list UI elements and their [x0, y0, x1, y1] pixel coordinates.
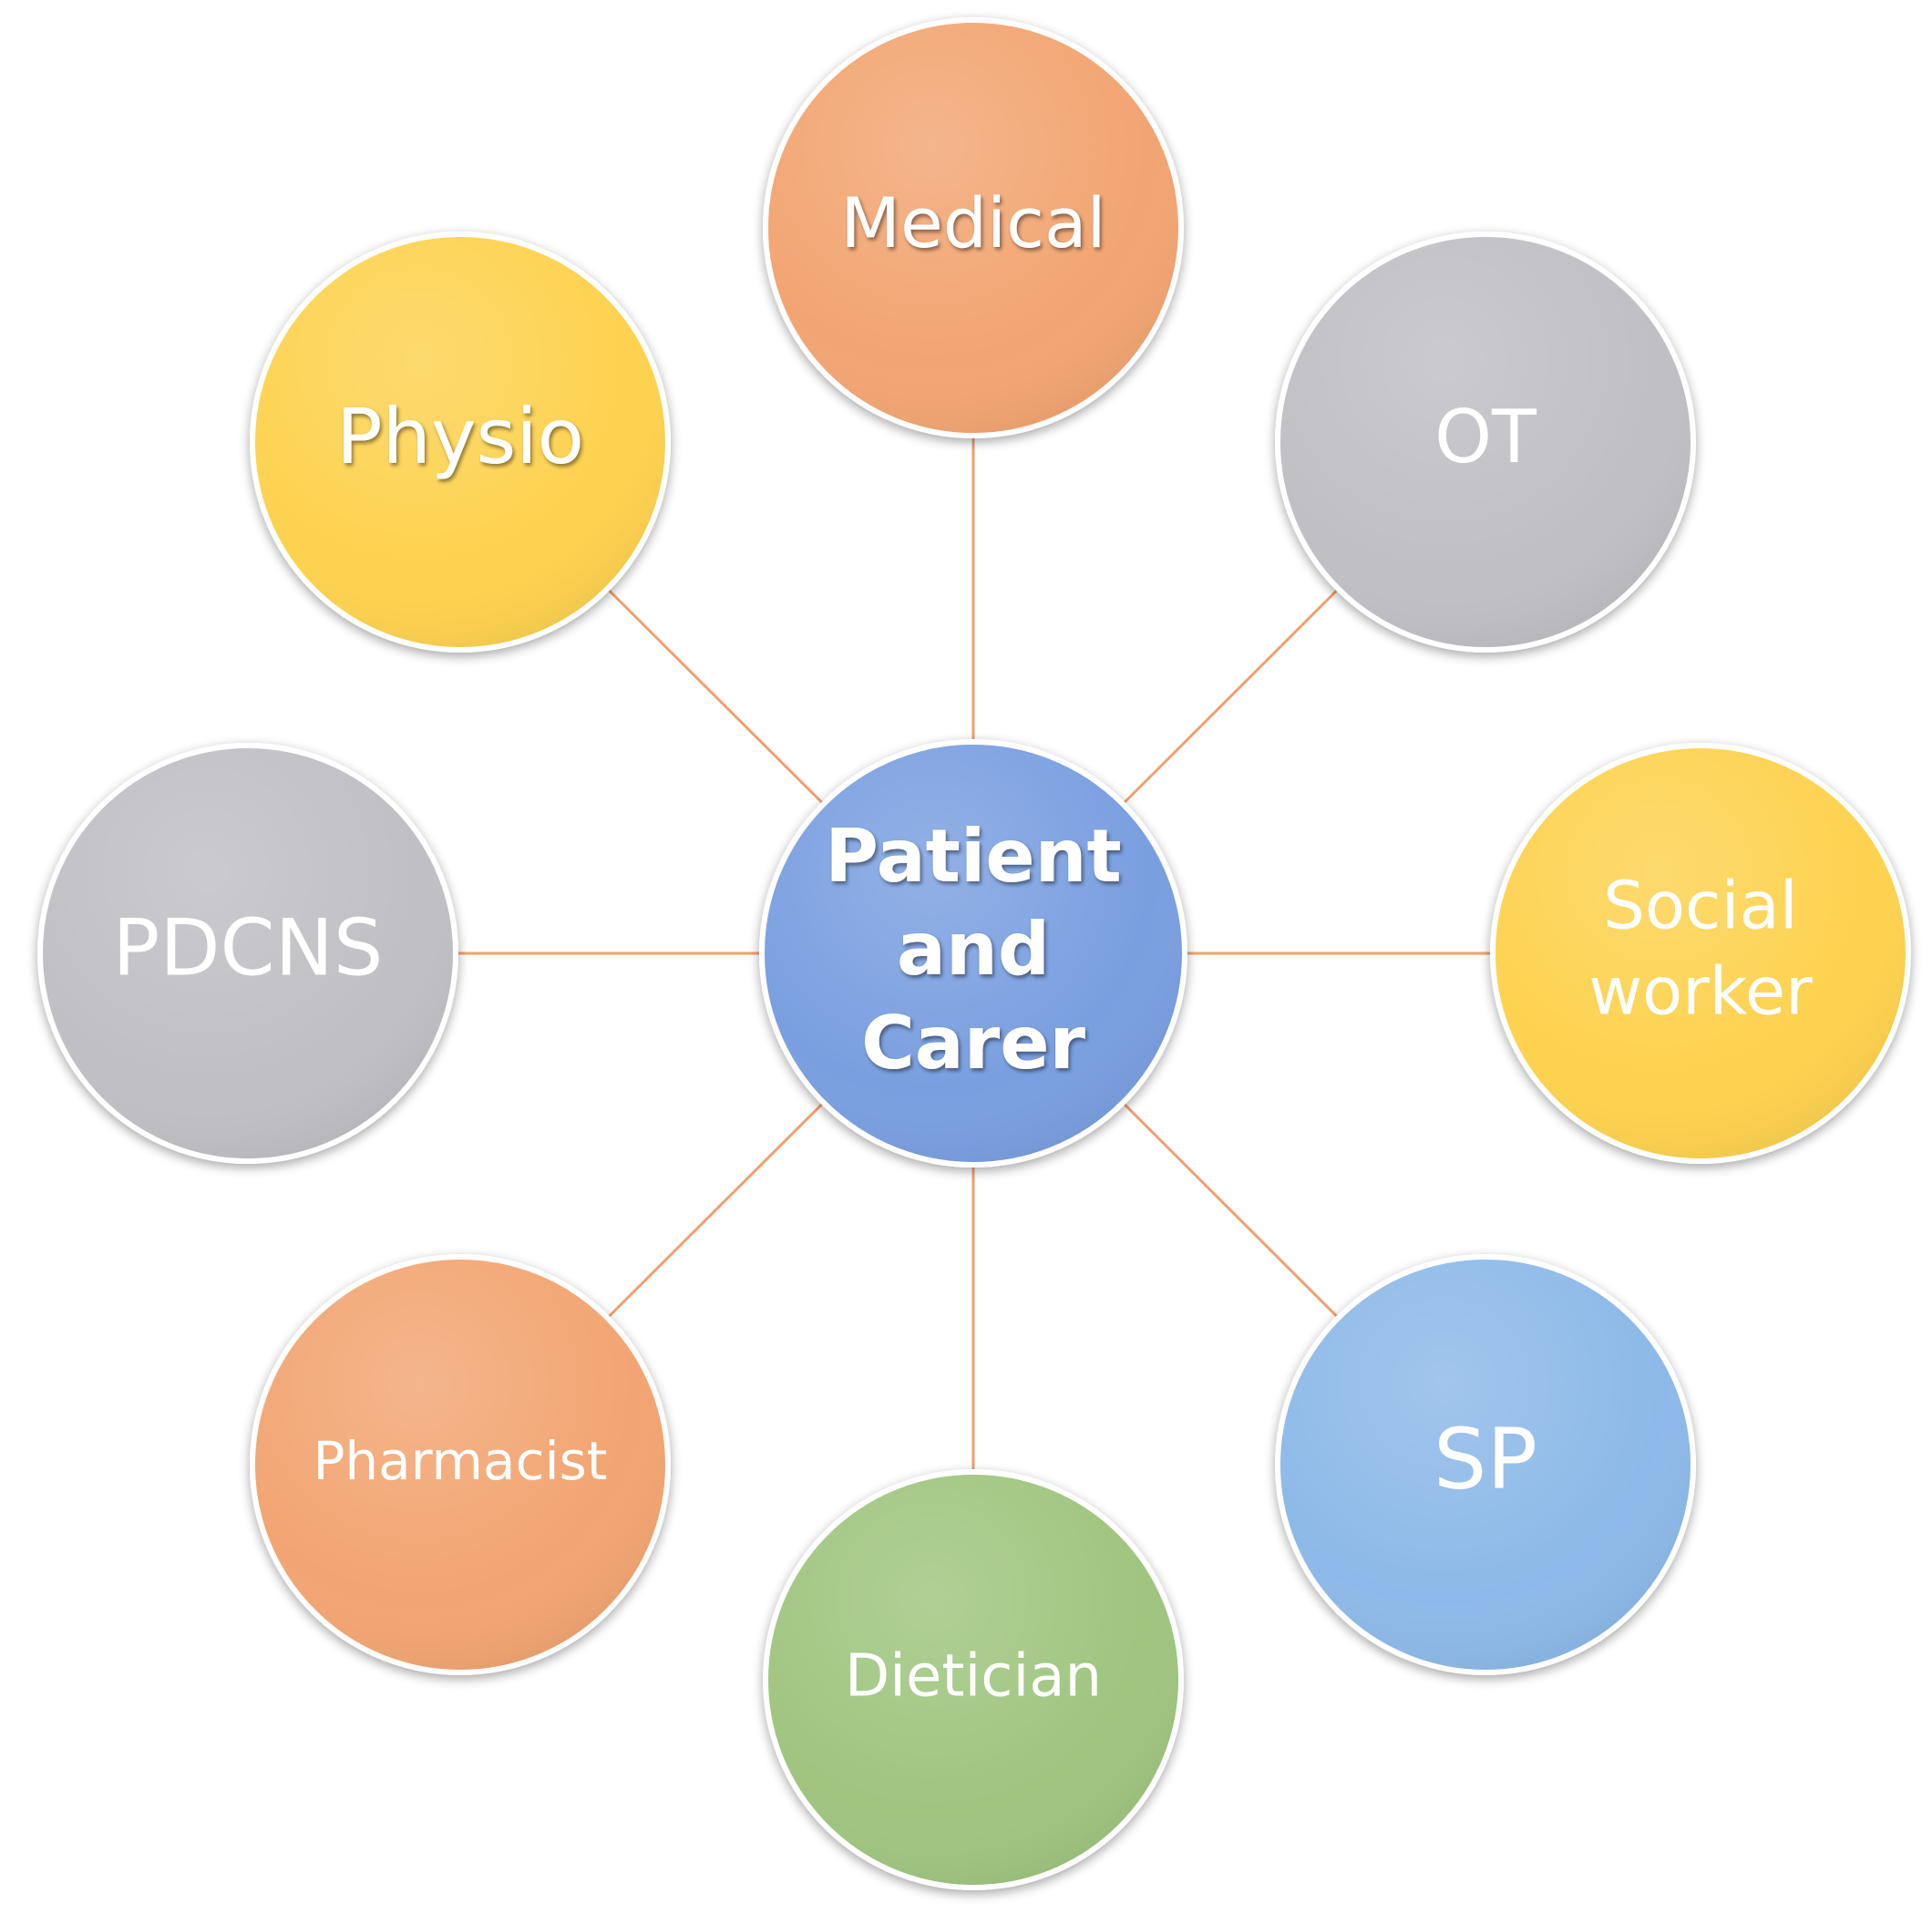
node-label-social-worker-line-1: Social: [1603, 868, 1797, 944]
node-dietician: Dietician: [763, 1469, 1184, 1890]
node-gloss-social-worker: [1495, 748, 1906, 1158]
node-pharmacist: Pharmacist: [250, 1254, 671, 1675]
center-label-line-1: Patient: [825, 814, 1122, 899]
node-gloss-dietician: [768, 1475, 1178, 1885]
node-physio: Physio: [250, 231, 671, 653]
node-pdcns: PDCNS: [37, 743, 458, 1164]
node-ot: OT: [1275, 231, 1696, 653]
connector-pharmacist: [606, 1101, 825, 1320]
center-label-line-2: and: [897, 907, 1050, 992]
center-label-line-3: Carer: [861, 1001, 1085, 1085]
node-gloss-physio: [255, 237, 665, 647]
connector-physio: [606, 587, 825, 806]
node-gloss-ot: [1280, 237, 1690, 647]
node-label-pdcns: PDCNS: [112, 902, 383, 993]
node-label-sp: SP: [1434, 1410, 1537, 1507]
node-gloss-pdcns: [43, 748, 453, 1158]
node-medical: Medical: [763, 17, 1184, 438]
node-label-physio: Physio: [336, 392, 584, 481]
center-gloss: [765, 745, 1182, 1162]
node-label-social-worker-line-2: worker: [1588, 952, 1813, 1029]
connector-sp: [1122, 1101, 1340, 1319]
node-gloss-sp: [1280, 1260, 1690, 1670]
node-label-dietician: Dietician: [845, 1643, 1102, 1711]
connector-ot: [1122, 588, 1340, 806]
node-gloss-medical: [768, 23, 1178, 433]
node-label-ot: OT: [1434, 395, 1537, 479]
node-gloss-pharmacist: [255, 1260, 665, 1670]
center-node-patient-and-carer: Patient and Carer: [759, 739, 1187, 1168]
node-sp: SP: [1275, 1254, 1696, 1675]
connector-lines: [456, 436, 1493, 1472]
node-label-pharmacist: Pharmacist: [313, 1430, 607, 1492]
node-label-medical: Medical: [840, 182, 1105, 263]
node-social-worker: Social worker: [1490, 743, 1911, 1164]
